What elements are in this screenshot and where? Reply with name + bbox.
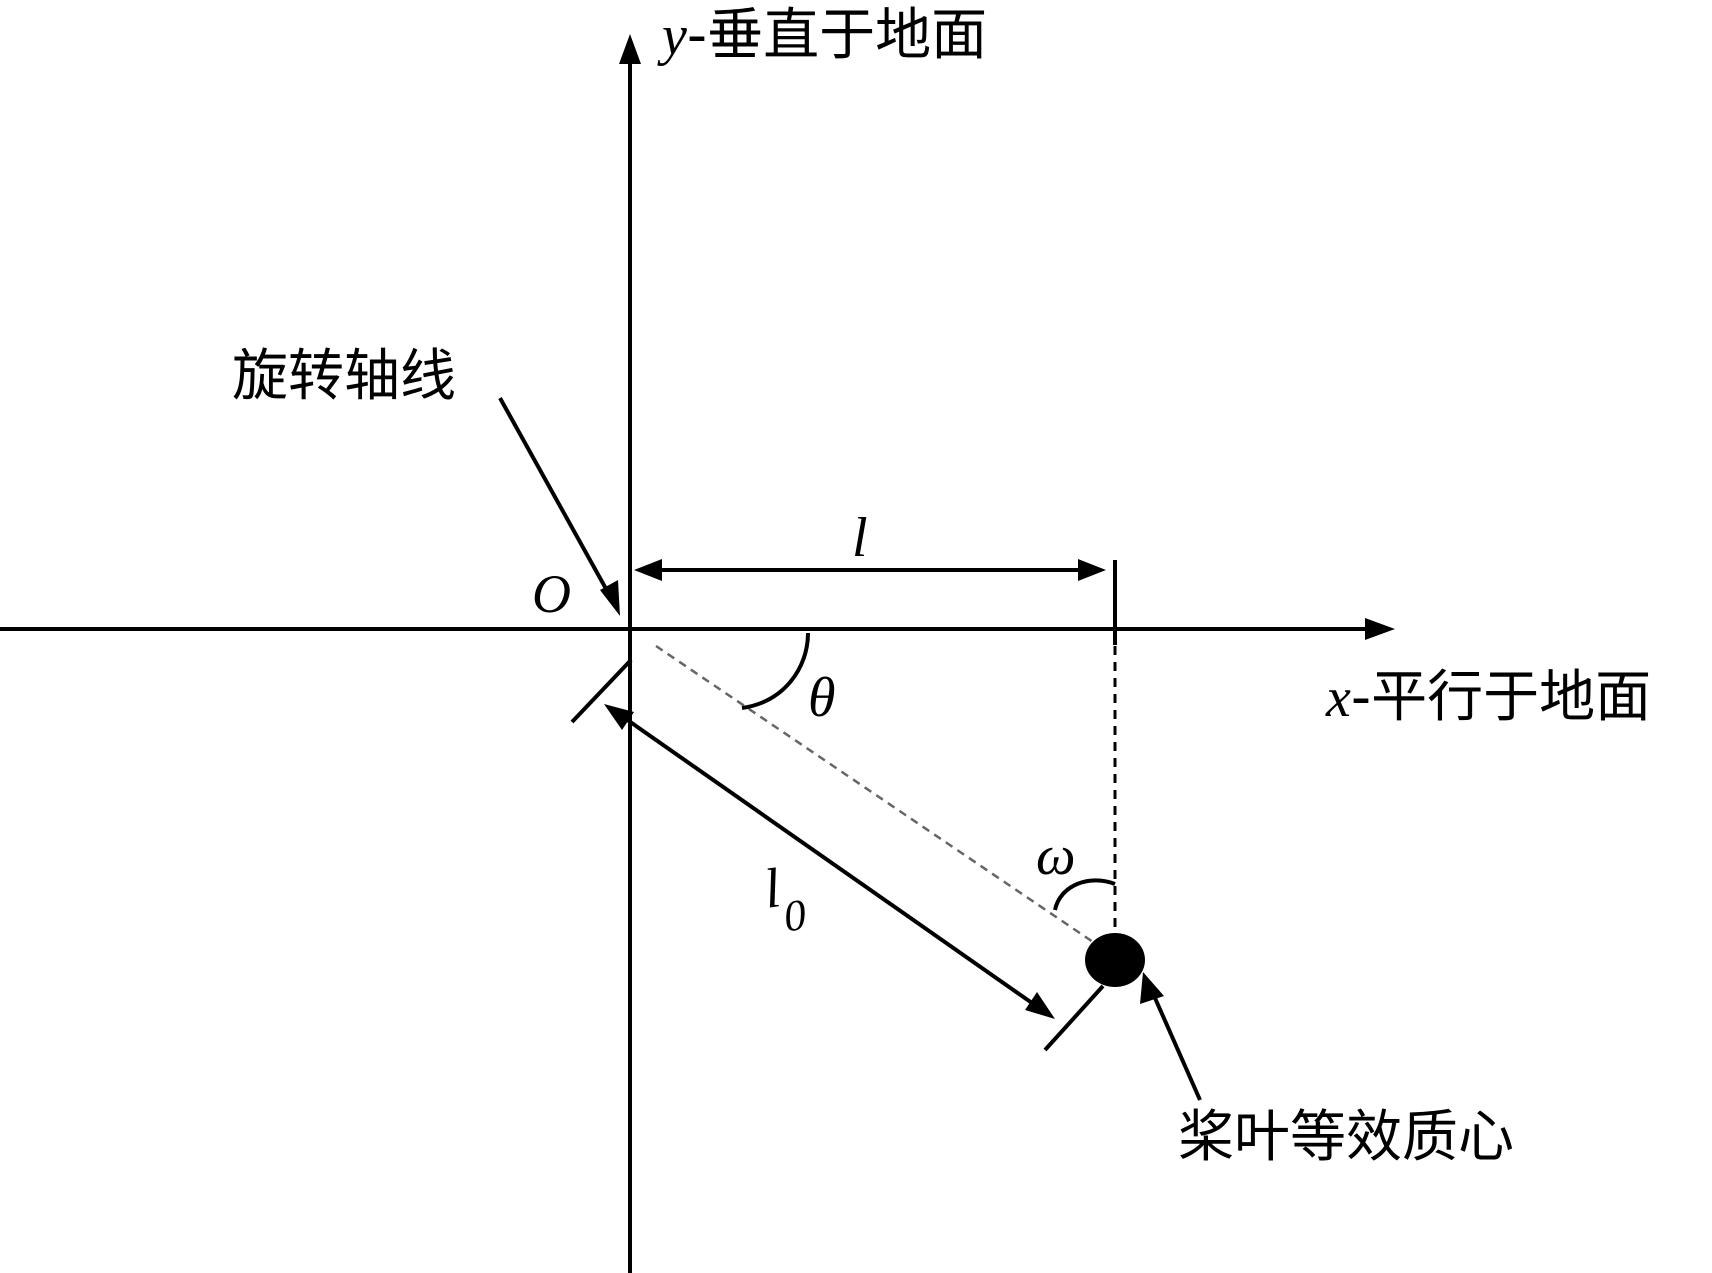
rotation-axis-pointer-line <box>498 397 612 597</box>
center-of-mass-pointer-line <box>1153 997 1202 1101</box>
blade-length-dimension-line <box>614 710 1044 1012</box>
blade-length-start-tick <box>570 658 633 724</box>
x-axis-description: -平行于地面 <box>1351 665 1651 730</box>
x-axis-arrowhead <box>1365 618 1395 640</box>
angle-theta-arc <box>741 632 810 710</box>
y-axis-description: -垂直于地面 <box>687 3 987 68</box>
blade-center-of-mass-dot <box>1085 933 1145 987</box>
distance-l-label: l <box>852 507 868 569</box>
blade-length-label: l0 <box>760 854 809 943</box>
center-of-mass-arrowhead <box>1140 972 1164 1004</box>
rotation-axis-arrowhead <box>600 580 620 616</box>
blade-length-symbol: l <box>760 857 784 921</box>
blade-length-end-tick <box>1043 984 1105 1052</box>
y-axis-variable: y <box>657 5 687 67</box>
y-axis-arrowhead <box>619 34 641 64</box>
distance-l-left-arrowhead <box>634 559 662 581</box>
angle-theta-label: θ <box>808 667 836 729</box>
angle-omega-arc <box>1053 878 1116 911</box>
blade-length-start-arrowhead <box>604 704 634 730</box>
blade-length-end-arrowhead <box>1025 992 1055 1019</box>
origin-label: O <box>532 564 571 624</box>
blade-length-subscript: 0 <box>781 890 810 942</box>
blade-center-of-mass-label: 桨叶等效质心 <box>1178 1105 1514 1170</box>
x-axis-variable: x <box>1325 667 1351 729</box>
x-axis-label: x-平行于地面 <box>1325 665 1651 730</box>
y-axis-label: y-垂直于地面 <box>657 3 987 68</box>
rotation-axis-label: 旋转轴线 <box>232 344 456 409</box>
angle-omega-label: ω <box>1036 825 1076 887</box>
blade-dashed-centerline <box>655 644 1097 946</box>
distance-l-right-arrowhead <box>1078 559 1106 581</box>
